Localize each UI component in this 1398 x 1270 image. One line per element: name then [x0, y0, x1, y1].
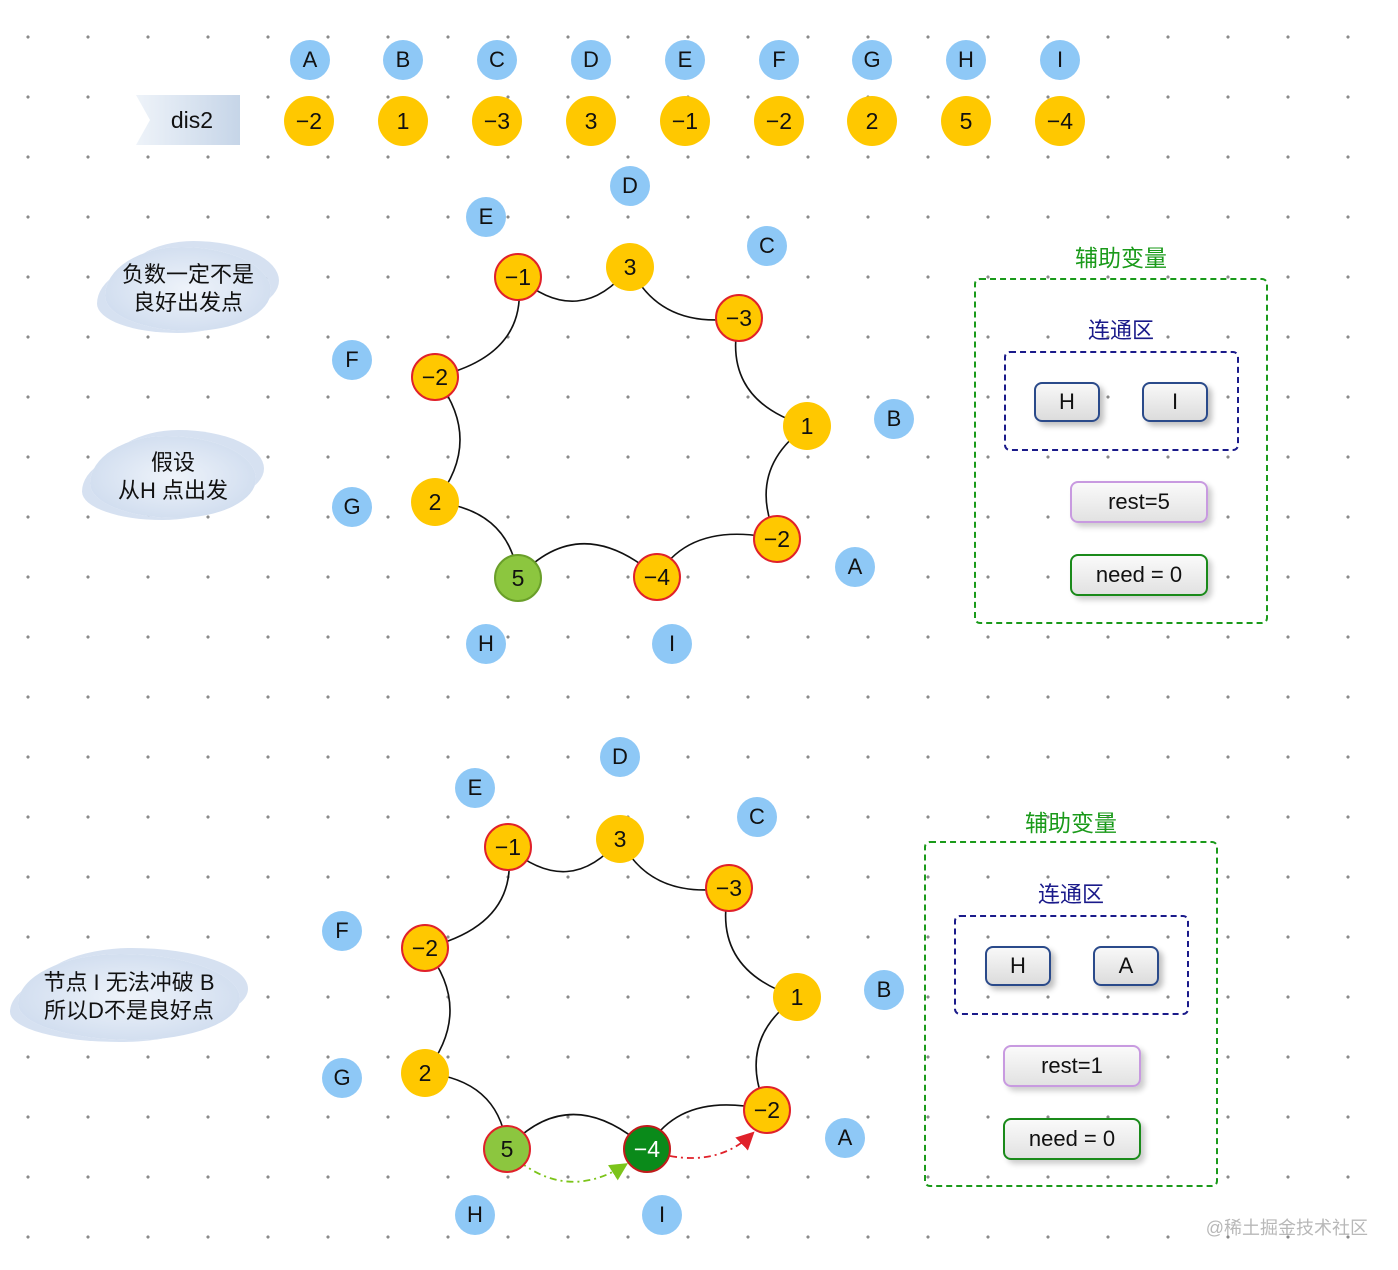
panel2-region-item-a: A	[1093, 946, 1159, 986]
ring1-label-f: F	[332, 340, 372, 380]
ring2-node-a: −2	[743, 1086, 791, 1134]
header-value-i: −4	[1035, 96, 1085, 146]
ring1-node-a: −2	[753, 515, 801, 563]
ring1-label-e: E	[466, 197, 506, 237]
ring1-label-a: A	[835, 547, 875, 587]
note-cloud-negative: 负数一定不是良好出发点	[105, 247, 271, 331]
panel1-region-title: 连通区	[1087, 318, 1155, 343]
panel1-region-item-h: H	[1034, 382, 1100, 422]
ring1-node-i: −4	[633, 553, 681, 601]
header-value-h: 5	[941, 96, 991, 146]
ring1-node-b: 1	[783, 402, 831, 450]
ring2-node-c: −3	[705, 864, 753, 912]
ring2-label-b: B	[864, 970, 904, 1010]
header-label-e: E	[665, 40, 705, 80]
ring1-label-h: H	[466, 624, 506, 664]
header-label-c: C	[477, 40, 517, 80]
header-label-g: G	[852, 40, 892, 80]
note-line: 从H 点出发	[117, 478, 228, 503]
ring1-label-b: B	[874, 399, 914, 439]
ring2-label-c: C	[737, 797, 777, 837]
panel1-region-item-i: I	[1142, 382, 1208, 422]
row-tag-label: dis2	[170, 106, 214, 133]
header-value-b: 1	[378, 96, 428, 146]
note-line: 节点 I 无法冲破 B	[43, 970, 215, 995]
ring2-label-g: G	[322, 1058, 362, 1098]
ring1-node-d: 3	[606, 243, 654, 291]
ring2-node-e: −1	[484, 823, 532, 871]
ring1-node-g: 2	[411, 478, 459, 526]
header-label-i: I	[1040, 40, 1080, 80]
ring1-node-c: −3	[715, 294, 763, 342]
panel1-rest-box: rest=5	[1070, 481, 1208, 523]
ring1-node-f: −2	[411, 353, 459, 401]
ring2-label-i: I	[642, 1195, 682, 1235]
panel2-need-box: need = 0	[1003, 1118, 1141, 1160]
header-label-d: D	[571, 40, 611, 80]
ring1-node-e: −1	[494, 253, 542, 301]
panel2-title: 辅助变量	[1025, 810, 1117, 836]
ring2-node-i: −4	[623, 1125, 671, 1173]
ring1-label-c: C	[747, 226, 787, 266]
panel1-title: 辅助变量	[1075, 245, 1167, 271]
ring2-node-h: 5	[483, 1125, 531, 1173]
header-value-e: −1	[660, 96, 710, 146]
ring2-label-e: E	[455, 768, 495, 808]
header-label-f: F	[759, 40, 799, 80]
panel2-region-title: 连通区	[1037, 882, 1105, 907]
ring2-node-g: 2	[401, 1049, 449, 1097]
watermark: @稀土掘金技术社区	[1205, 1218, 1368, 1238]
panel1-aux-vars	[974, 278, 1268, 624]
ring2-node-d: 3	[596, 815, 644, 863]
note-line: 良好出发点	[132, 290, 243, 315]
ring1-label-i: I	[652, 624, 692, 664]
note-cloud-assume: 假设从H 点出发	[90, 436, 256, 518]
ring2-node-b: 1	[773, 973, 821, 1021]
header-label-b: B	[383, 40, 423, 80]
ring2-label-f: F	[322, 911, 362, 951]
note-line: 所以D不是良好点	[44, 998, 214, 1023]
row-tag-dis2: dis2	[136, 95, 240, 145]
note-line: 负数一定不是	[121, 262, 254, 287]
header-value-f: −2	[754, 96, 804, 146]
panel2-rest-box: rest=1	[1003, 1045, 1141, 1087]
panel2-aux-vars	[924, 841, 1218, 1187]
ring2-label-h: H	[455, 1195, 495, 1235]
header-value-a: −2	[284, 96, 334, 146]
note-line: 假设	[150, 450, 195, 475]
header-value-d: 3	[566, 96, 616, 146]
panel2-region-item-h: H	[985, 946, 1051, 986]
ring1-label-d: D	[610, 166, 650, 206]
ring2-label-d: D	[600, 737, 640, 777]
header-label-a: A	[290, 40, 330, 80]
ring2-label-a: A	[825, 1118, 865, 1158]
ring1-label-g: G	[332, 487, 372, 527]
ring1-node-h: 5	[494, 554, 542, 602]
ring2-node-f: −2	[401, 924, 449, 972]
note-cloud-blocked: 节点 I 无法冲破 B 所以D不是良好点	[18, 954, 240, 1040]
header-value-c: −3	[472, 96, 522, 146]
header-value-g: 2	[847, 96, 897, 146]
panel2-region	[954, 915, 1189, 1015]
panel1-need-box: need = 0	[1070, 554, 1208, 596]
panel1-region	[1004, 351, 1239, 451]
header-label-h: H	[946, 40, 986, 80]
